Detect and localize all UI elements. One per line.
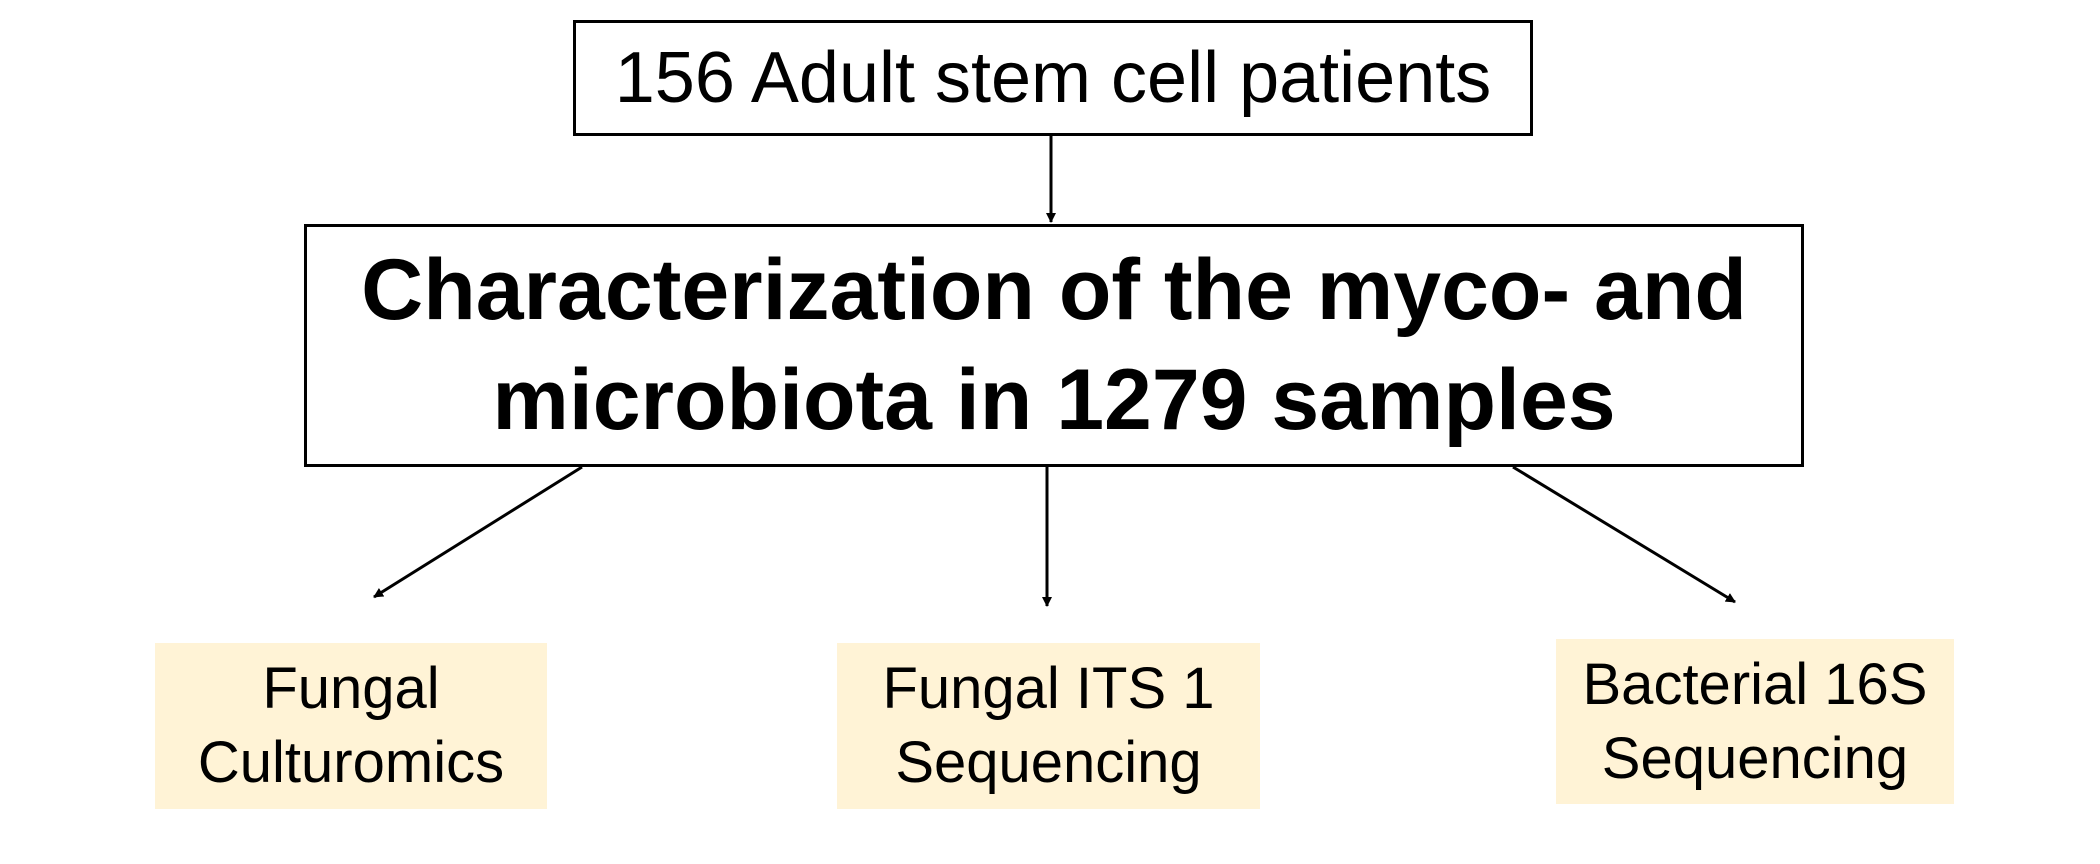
fungal-culturomics-line-1: Fungal [262, 656, 440, 722]
bacterial-16s-line-1: Bacterial 16S [1582, 651, 1928, 717]
fungal-its-sequencing-box: Fungal ITS 1 Sequencing [837, 643, 1260, 809]
fungal-its-line-1: Fungal ITS 1 [882, 656, 1215, 722]
fungal-culturomics-text: Fungal Culturomics [198, 652, 504, 799]
fungal-culturomics-box: Fungal Culturomics [155, 643, 547, 809]
fungal-its-line-2: Sequencing [895, 730, 1202, 795]
patients-box-label: 156 Adult stem cell patients [614, 38, 1492, 118]
fungal-its-sequencing-text: Fungal ITS 1 Sequencing [882, 652, 1214, 799]
bacterial-16s-sequencing-box: Bacterial 16S Sequencing [1556, 639, 1954, 804]
arrow-to-bacterial-16s [1512, 465, 1736, 604]
characterization-line-2: microbiota in 1279 samples [492, 351, 1616, 448]
arrow-to-fungal-culturomics [373, 465, 583, 599]
bacterial-16s-line-2: Sequencing [1601, 725, 1909, 791]
characterization-line-1: Characterization of the myco- and [361, 242, 1747, 339]
patients-box: 156 Adult stem cell patients [573, 20, 1533, 136]
fungal-culturomics-line-2: Culturomics [197, 730, 505, 795]
bacterial-16s-sequencing-text: Bacterial 16S Sequencing [1583, 648, 1928, 795]
characterization-box: Characterization of the myco- and microb… [304, 224, 1804, 467]
characterization-box-text: Characterization of the myco- and microb… [361, 236, 1747, 454]
